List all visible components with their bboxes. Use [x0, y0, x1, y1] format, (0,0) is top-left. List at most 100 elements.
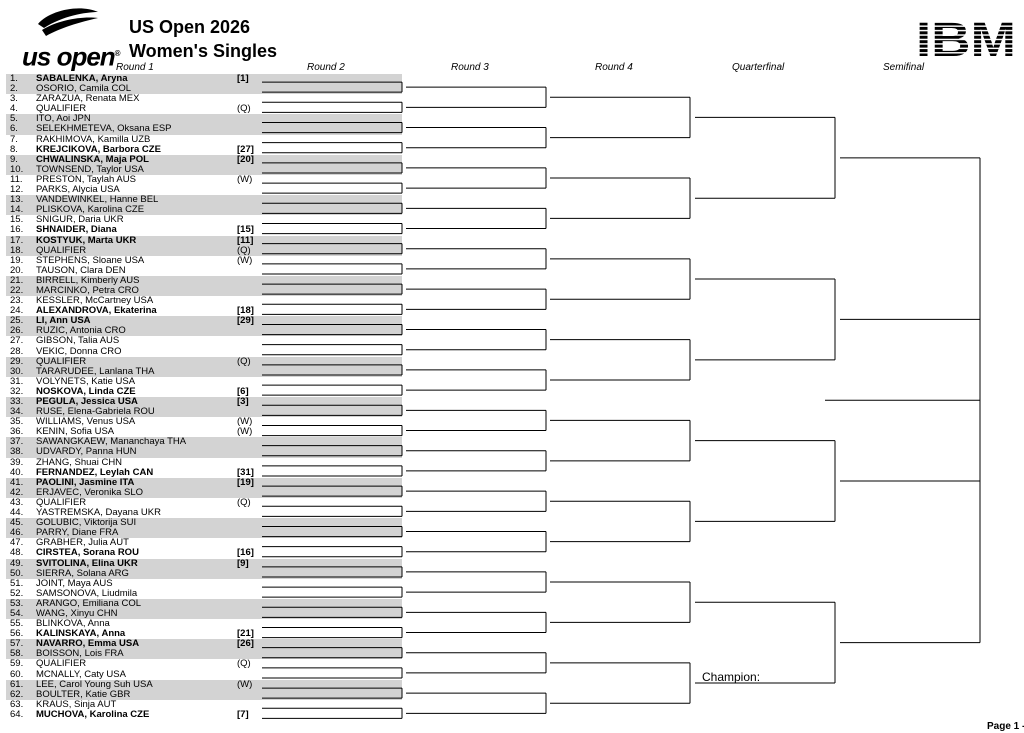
- draw-position: 49.: [10, 557, 24, 569]
- player-name: SABALENKA, Aryna: [36, 73, 128, 84]
- draw-row: 20.TAUSON, Clara DEN: [6, 264, 402, 276]
- draw-row: 46.PARRY, Diane FRA: [6, 528, 402, 539]
- draw-position: 50.: [10, 567, 24, 579]
- draw-position: 24.: [10, 305, 24, 317]
- draw-row: 33.PEGULA, Jessica USA[3]: [6, 396, 402, 408]
- player-name: ARANGO, Emiliana COL: [36, 597, 142, 609]
- draw-position: 9.: [10, 153, 18, 165]
- draw-row: 29.QUALIFIER(Q): [6, 355, 402, 367]
- player-name: PRESTON, Taylah AUS: [36, 173, 136, 185]
- draw-row: 60.MCNALLY, Caty USA: [6, 668, 402, 680]
- draw-row: 22.MARCINKO, Petra CRO: [6, 284, 402, 297]
- player-tag: [1]: [237, 73, 249, 84]
- draw-row: 8.KREJCIKOVA, Barbora CZE[27]: [6, 143, 402, 155]
- draw-position: 31.: [10, 375, 24, 387]
- player-name: QUALIFIER: [36, 244, 87, 256]
- player-name: MCNALLY, Caty USA: [36, 668, 126, 680]
- player-tag: (Q): [237, 658, 251, 670]
- draw-position: 29.: [10, 355, 24, 367]
- player-tag: (Q): [237, 244, 251, 256]
- draw-row: 47.GRABHER, Julia AUT: [6, 538, 402, 548]
- draw-row: 38.UDVARDY, Panna HUN: [6, 447, 402, 458]
- player-name: SAWANGKAEW, Mananchaya THA: [36, 436, 187, 448]
- player-name: OSORIO, Camila COL: [36, 83, 132, 95]
- draw-position: 57.: [10, 638, 24, 650]
- draw-row: 7.RAKHIMOVA, Kamilla UZB: [6, 134, 402, 145]
- player-tag: [15]: [237, 224, 254, 236]
- draw-position: 22.: [10, 284, 24, 296]
- draw-row: 2.OSORIO, Camila COL: [6, 83, 402, 95]
- draw-row: 55.BLINKOVA, Anna: [6, 618, 402, 630]
- draw-position: 43.: [10, 496, 24, 508]
- draw-position: 42.: [10, 486, 24, 498]
- draw-position: 35.: [10, 416, 24, 428]
- draw-row: 28.VEKIC, Donna CRO: [6, 346, 402, 357]
- round-label-3: Round 3: [451, 62, 489, 73]
- draw-row: 42. ERJAVEC, Veronika SLO: [6, 486, 402, 498]
- player-name: KREJCIKOVA, Barbora CZE: [36, 143, 161, 155]
- us-open-logo: us open®: [22, 41, 121, 72]
- draw-position: 41.: [10, 476, 24, 488]
- player-tag: [6]: [237, 385, 249, 397]
- player-tag: [21]: [237, 628, 254, 640]
- round-label-1: Round 1: [116, 62, 154, 73]
- player-tag: [9]: [237, 557, 249, 569]
- draw-position: 61.: [10, 678, 24, 690]
- player-name: ALEXANDROVA, Ekaterina: [36, 305, 157, 317]
- draw-position: 34.: [10, 406, 24, 418]
- draw-row: 12.PARKS, Alycia USA: [6, 184, 402, 195]
- draw-position: 47.: [10, 537, 24, 549]
- draw-row: 5. ITO, Aoi JPN: [6, 113, 402, 125]
- draw-row: 31.VOLYNETS, Katie USA: [6, 375, 402, 387]
- player-name: KESSLER, McCartney USA: [36, 295, 154, 307]
- player-tag: [11]: [237, 234, 254, 246]
- draw-row: 59. QUALIFIER (Q): [6, 659, 402, 669]
- draw-position: 55.: [10, 618, 24, 630]
- player-name: FERNANDEZ, Leylah CAN: [36, 466, 154, 478]
- player-tag: (Q): [237, 103, 251, 115]
- player-tag: [20]: [237, 153, 254, 165]
- player-name: ERJAVEC, Veronika SLO: [36, 486, 144, 498]
- draw-row: 32.NOSKOVA, Linda CZE[6]: [6, 385, 402, 397]
- draw-position: 18.: [10, 244, 24, 256]
- player-tag: (Q): [237, 355, 251, 367]
- draw-position: 45.: [10, 517, 24, 529]
- draw-row: 53.ARANGO, Emiliana COL: [6, 597, 402, 609]
- player-tag: [31]: [237, 466, 254, 478]
- player-name: TAUSON, Clara DEN: [36, 264, 126, 276]
- draw-position: 39.: [10, 456, 24, 468]
- draw-position: 58.: [10, 648, 24, 660]
- draw-row: 36.KENIN, Sofia USA(W): [6, 427, 402, 437]
- player-name: ITO, Aoi JPN: [36, 113, 91, 125]
- draw-row: 21.BIRRELL, Kimberly AUS: [6, 275, 402, 286]
- draw-position: 64.: [10, 708, 24, 720]
- draw-row: 57.NAVARRO, Emma USA[26]: [6, 638, 402, 650]
- draw-row: 61.LEE, Carol Young Suh USA(W): [6, 678, 402, 690]
- player-name: KOSTYUK, Marta UKR: [36, 234, 137, 246]
- draw-row: 25.LI, Ann USA[29]: [6, 316, 402, 327]
- draw-row: 45.GOLUBIC, Viktorija SUI: [6, 517, 402, 529]
- draw-row: 62.BOULTER, Katie GBR: [6, 688, 402, 700]
- ibm-logo-icon: IBM: [916, 18, 1016, 58]
- player-name: QUALIFIER: [36, 658, 87, 670]
- draw-row: 56.KALINSKAYA, Anna[21]: [6, 629, 402, 639]
- draw-position: 26.: [10, 325, 24, 337]
- player-name: WILLIAMS, Venus USA: [36, 416, 136, 428]
- draw-position: 56.: [10, 628, 24, 640]
- draw-row: 14.PLISKOVA, Karolina CZE: [6, 205, 402, 216]
- draw-position: 13.: [10, 194, 24, 206]
- player-tag: (W): [237, 254, 253, 266]
- player-tag: [19]: [237, 476, 254, 488]
- draw-row: 6.SELEKHMETEVA, Oksana ESP: [6, 124, 402, 135]
- draw-row: 64.MUCHOVA, Karolina CZE[7]: [6, 708, 402, 720]
- draw-row: 18. QUALIFIER (Q): [6, 244, 402, 256]
- player-tag: [3]: [237, 396, 249, 407]
- player-name: TOWNSEND, Taylor USA: [36, 163, 144, 175]
- draw-position: 1.: [10, 73, 18, 84]
- draw-position: 59.: [10, 658, 24, 670]
- champion-label: Champion:: [702, 670, 761, 684]
- player-name: BOULTER, Katie GBR: [36, 688, 131, 700]
- draw-position: 5.: [10, 113, 18, 125]
- draw-row: 30.TARARUDEE, Lanlana THA: [6, 366, 402, 377]
- player-tag: [16]: [237, 547, 254, 559]
